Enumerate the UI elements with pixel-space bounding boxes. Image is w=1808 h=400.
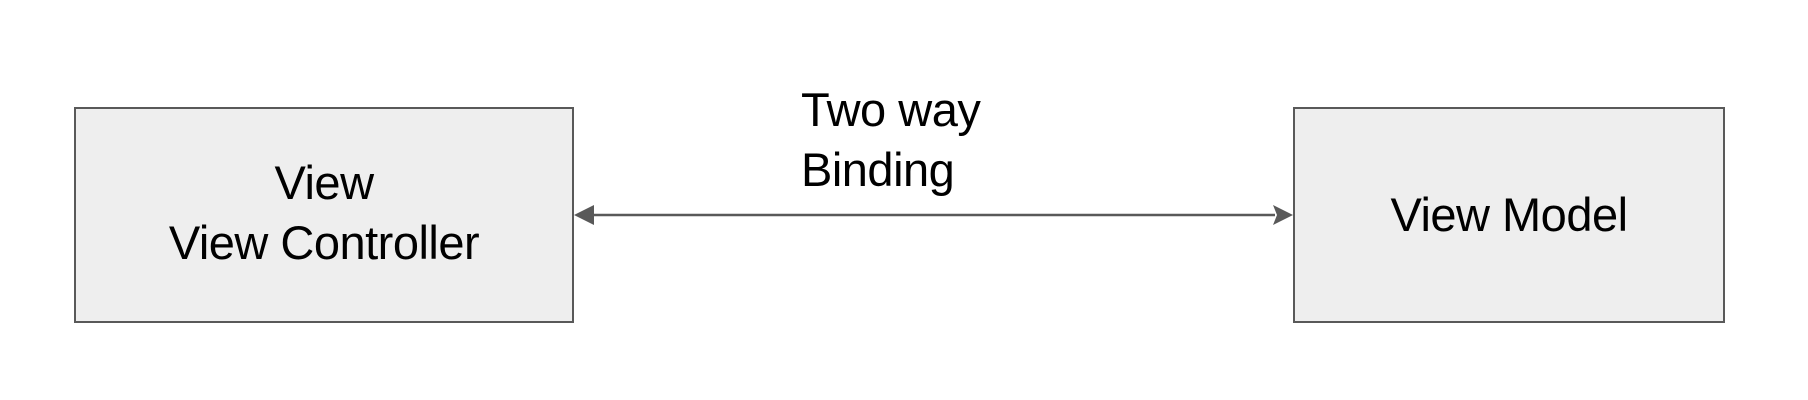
arrowhead-right-icon [1273, 205, 1293, 225]
view-model-node: View Model [1293, 107, 1725, 323]
view-controller-node-label: View Controller [168, 216, 480, 269]
edge-label: Two way Binding [801, 80, 981, 200]
edge-label-line-1: Two way [801, 83, 981, 136]
view-controller-node: View View Controller [74, 107, 574, 323]
edge-label-line-2: Binding [801, 143, 955, 196]
view-model-node-label: View Model [1390, 188, 1628, 241]
arrowhead-left-icon [574, 205, 594, 225]
view-node-label: View [274, 156, 374, 209]
